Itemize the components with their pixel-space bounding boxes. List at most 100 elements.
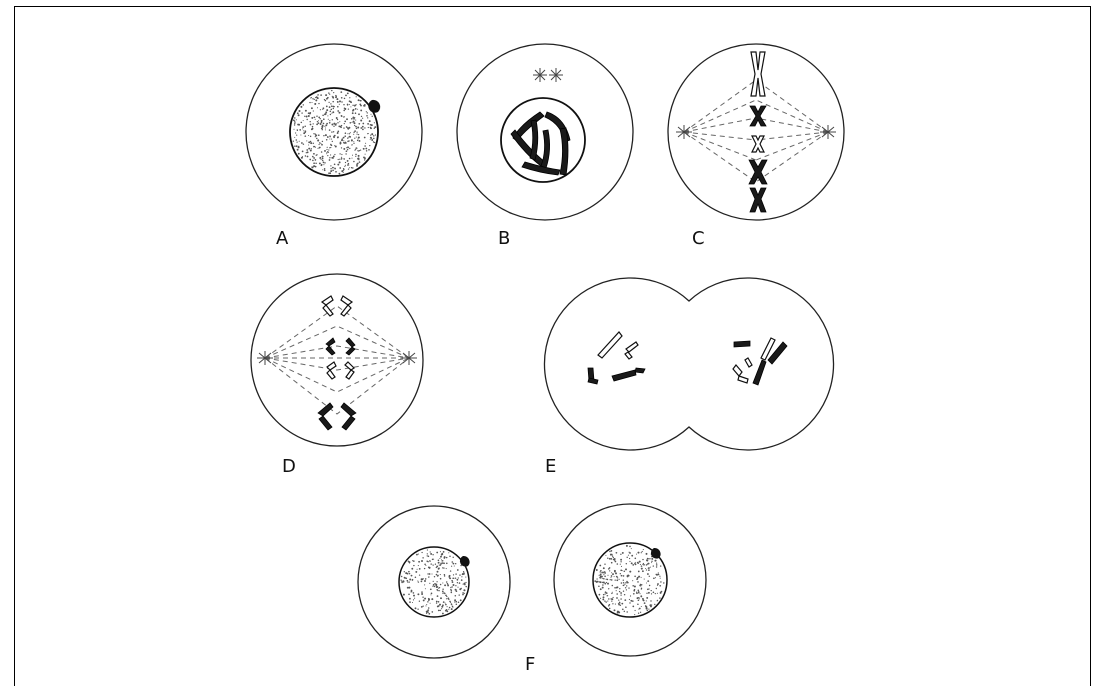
stipple-dot — [361, 116, 362, 117]
stipple-dot — [428, 556, 430, 558]
stipple-dot — [311, 107, 313, 109]
stipple-dot — [366, 111, 367, 112]
stipple-dot — [366, 150, 367, 151]
stipple-dot — [354, 138, 355, 139]
stipple-dot — [356, 128, 358, 130]
stipple-dot — [618, 611, 620, 613]
stipple-dot — [427, 553, 428, 554]
stipple-dot — [465, 577, 466, 578]
stipple-dot — [319, 142, 321, 144]
stipple-dot — [320, 157, 322, 159]
stipple-dot — [409, 579, 411, 581]
stipple-dot — [310, 97, 311, 98]
stipple-dot — [310, 142, 312, 144]
stipple-dot — [425, 588, 426, 589]
stipple-dot — [612, 556, 613, 557]
stipple-dot — [332, 169, 334, 171]
stage-f-cell-right — [554, 504, 706, 656]
stipple-dot — [408, 581, 409, 582]
stipple-dot — [629, 561, 630, 562]
stipple-dot — [321, 144, 323, 146]
stipple-dot — [339, 161, 341, 163]
stipple-dot — [327, 147, 328, 148]
stipple-dot — [651, 604, 652, 605]
stipple-dot — [418, 554, 419, 555]
stipple-dot — [331, 90, 332, 91]
stipple-dot — [324, 169, 326, 171]
stipple-dot — [329, 129, 331, 131]
stipple-dot — [657, 600, 658, 601]
stipple-dot — [305, 155, 306, 156]
stipple-dot — [615, 579, 616, 580]
stipple-dot — [451, 561, 453, 563]
stipple-dot — [323, 135, 324, 136]
stipple-dot — [428, 613, 430, 615]
stipple-dot — [409, 562, 410, 563]
stipple-dot — [641, 584, 643, 586]
stipple-dot — [307, 151, 309, 153]
stipple-dot — [658, 574, 660, 576]
stipple-dot — [315, 119, 316, 120]
stipple-dot — [336, 98, 338, 100]
stipple-dot — [632, 606, 634, 608]
stipple-dot — [406, 580, 408, 582]
stipple-dot — [348, 108, 349, 109]
stipple-dot — [625, 568, 627, 570]
stipple-dot — [326, 106, 328, 108]
stipple-dot — [439, 604, 441, 606]
stipple-dot — [423, 578, 424, 579]
stipple-dot — [604, 571, 606, 573]
stipple-dot — [623, 580, 624, 581]
stipple-dot — [415, 571, 417, 573]
stipple-dot — [417, 569, 418, 570]
stipple-dot — [413, 595, 415, 597]
stipple-dot — [641, 606, 642, 607]
stipple-dot — [646, 569, 647, 570]
stipple-dot — [349, 97, 350, 98]
stipple-dot — [315, 147, 316, 148]
stipple-dot — [602, 572, 604, 574]
stipple-dot — [339, 100, 341, 102]
stipple-dot — [441, 559, 442, 560]
stipple-dot — [640, 585, 641, 586]
stipple-dot — [310, 136, 311, 137]
stipple-dot — [319, 147, 321, 149]
stipple-dot — [438, 610, 440, 612]
stipple-dot — [456, 604, 458, 606]
stipple-dot — [640, 612, 641, 613]
stipple-dot — [325, 94, 327, 96]
stipple-dot — [294, 117, 295, 118]
stipple-dot — [658, 572, 659, 573]
stipple-dot — [354, 130, 356, 132]
stage-e-cell — [544, 278, 833, 450]
stipple-dot — [351, 118, 353, 120]
stipple-dot — [320, 94, 322, 96]
stipple-dot — [620, 592, 622, 594]
stipple-dot — [629, 558, 630, 559]
stipple-dot — [634, 614, 635, 615]
stipple-dot — [461, 588, 462, 589]
stipple-dot — [326, 152, 327, 153]
stipple-dot — [312, 126, 313, 127]
stipple-dot — [364, 160, 365, 161]
stipple-dot — [355, 126, 357, 128]
stipple-dot — [451, 580, 453, 582]
stipple-dot — [321, 120, 323, 122]
stipple-dot — [638, 563, 639, 564]
stipple-dot — [464, 593, 465, 594]
stipple-dot — [367, 112, 368, 113]
stipple-dot — [299, 141, 300, 142]
stipple-dot — [622, 552, 624, 554]
stipple-dot — [631, 562, 633, 564]
stipple-dot — [443, 562, 444, 563]
stipple-dot — [317, 139, 319, 141]
stipple-dot — [437, 605, 439, 607]
stipple-dot — [328, 151, 329, 152]
stipple-dot — [425, 565, 426, 566]
stipple-dot — [294, 124, 295, 125]
stipple-dot — [431, 611, 433, 613]
stipple-dot — [599, 575, 600, 576]
stipple-dot — [443, 567, 444, 568]
stipple-dot — [298, 153, 300, 155]
stipple-dot — [607, 575, 608, 576]
